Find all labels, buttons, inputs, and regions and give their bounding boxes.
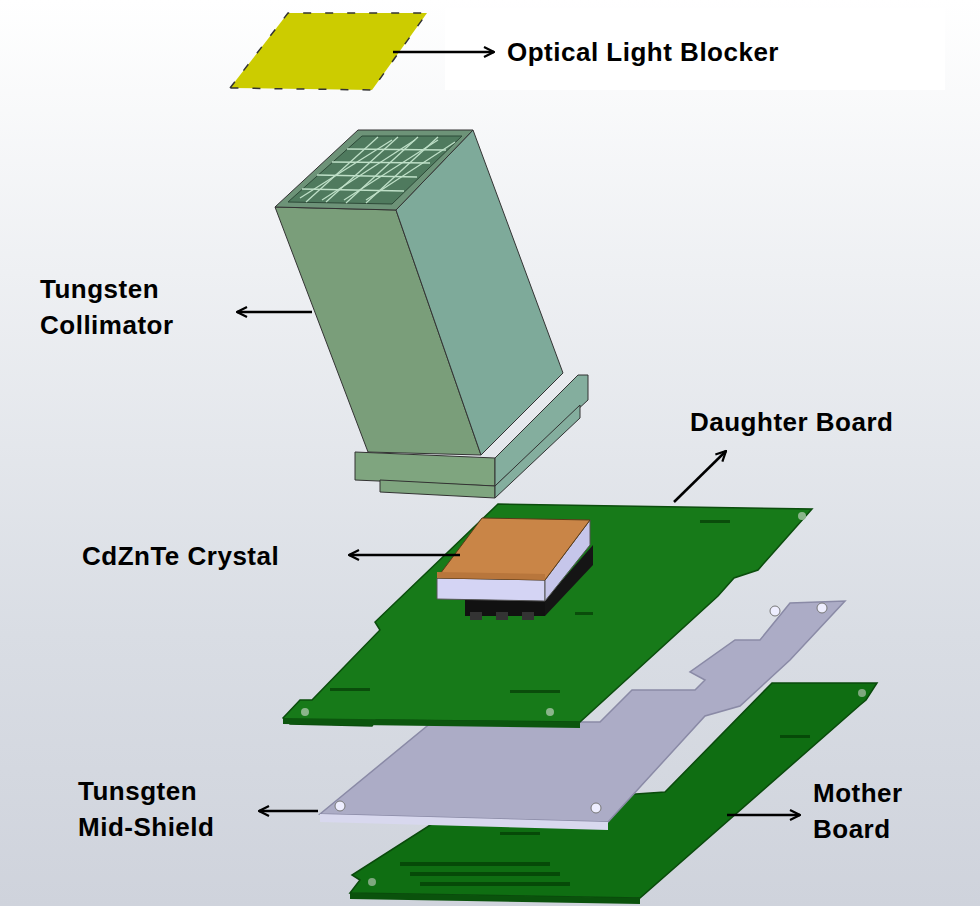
part-label: Tungsten Collimator <box>40 271 225 343</box>
daughter-board <box>283 504 812 728</box>
czt-crystal <box>437 518 593 620</box>
part-label: Mother Board <box>813 775 963 847</box>
part-label: Daughter Board <box>690 404 970 440</box>
part-label: Tunsgten Mid-Shield <box>78 773 254 845</box>
label-panel <box>445 8 945 90</box>
collimator <box>275 130 588 498</box>
part-label: Optical Light Blocker <box>507 34 907 70</box>
part-label: CdZnTe Crystal <box>82 538 344 574</box>
